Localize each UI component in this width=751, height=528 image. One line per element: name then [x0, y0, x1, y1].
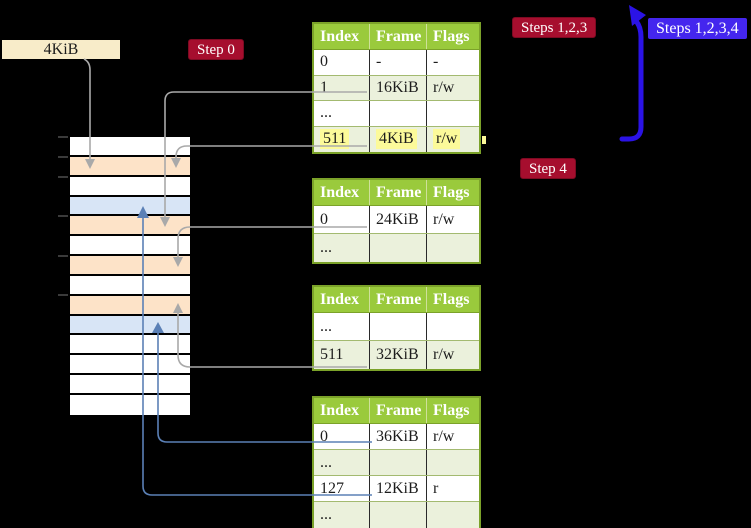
table-cell	[369, 101, 426, 126]
table-cell: 4KiB	[369, 126, 426, 152]
table-header-cell: Frame	[369, 287, 426, 312]
steps-loop-arrowhead	[629, 5, 646, 26]
table-cell: 511	[314, 127, 369, 153]
table-cell: r/w	[426, 206, 479, 233]
table-cell: r/w	[426, 75, 479, 100]
table-header-cell: Flags	[426, 24, 479, 49]
table-cell: -	[426, 50, 479, 75]
memory-frame-row	[70, 315, 190, 336]
table-header-cell: Flags	[426, 287, 479, 312]
table-cell: 12KiB	[369, 476, 426, 501]
table-row: ...	[314, 502, 479, 528]
table-cell: ...	[320, 506, 332, 523]
table-cell	[426, 234, 479, 262]
table-row: 0 --	[314, 50, 479, 76]
table-cell: ...	[320, 104, 332, 122]
table-row: 511 4KiB r/w	[314, 126, 479, 153]
table-cell: 1	[320, 78, 328, 96]
physical-memory-strip	[68, 135, 192, 417]
table-header-cell: Index	[320, 290, 360, 308]
memory-frame-row	[70, 295, 190, 316]
memory-frame-row	[70, 394, 190, 415]
table-header-cell: Frame	[369, 180, 426, 205]
memory-frame-row	[70, 196, 190, 217]
frame-size-label: 4KiB	[2, 40, 120, 59]
memory-frame-row	[70, 256, 190, 276]
table-cell	[369, 313, 426, 340]
table-row: ...	[314, 101, 479, 127]
memory-frame-row	[70, 355, 190, 376]
table-cell: 24KiB	[369, 206, 426, 233]
table-cell	[369, 450, 426, 475]
table-row: ...	[314, 450, 479, 476]
table-header-cell: Flags	[426, 180, 479, 205]
table-header-cell: Frame	[369, 398, 426, 423]
steps-loop-arrow	[619, 5, 646, 142]
table-cell	[426, 450, 479, 475]
memory-frame-row	[70, 375, 190, 395]
steps-123-badge: Steps 1,2,3	[512, 17, 597, 38]
step-0-badge: Step 0	[188, 39, 244, 60]
table-header-cell: Index	[320, 27, 360, 45]
table-row: ...	[314, 234, 479, 262]
table-cell: 16KiB	[369, 75, 426, 100]
table-cell: 36KiB	[369, 424, 426, 449]
memory-frame-row	[70, 335, 190, 356]
table-cell: 127	[320, 479, 344, 497]
table-header-cell: Index	[320, 183, 360, 201]
table-cell	[426, 101, 479, 126]
table-cell: r/w	[426, 424, 479, 449]
memory-frame-row	[70, 216, 190, 237]
table-cell: r/w	[426, 126, 479, 152]
table-cell	[426, 502, 479, 528]
table-cell: r/w	[426, 341, 479, 369]
table-cell: ...	[320, 239, 332, 256]
step-4-badge: Step 4	[520, 158, 576, 179]
highlighted-value: 4KiB	[376, 129, 417, 150]
table-cell: ...	[320, 317, 332, 335]
table-cell: -	[369, 50, 426, 75]
table-cell: r	[426, 476, 479, 501]
table-cell: ...	[320, 453, 332, 471]
table-row: ...	[314, 313, 479, 341]
memory-frame-row	[70, 176, 190, 197]
memory-tick-marks	[58, 136, 68, 296]
memory-frame-row	[70, 236, 190, 257]
memory-frame-row	[70, 275, 190, 296]
memory-frame-row	[70, 137, 190, 157]
table-cell: 32KiB	[369, 341, 426, 369]
table-cell: 0	[320, 210, 328, 228]
memory-frame-row	[70, 156, 190, 177]
table-header-cell: Frame	[369, 24, 426, 49]
table-cell	[369, 234, 426, 262]
table-cell: 511	[320, 346, 344, 363]
table-cell	[426, 313, 479, 340]
highlighted-value: r/w	[433, 129, 461, 150]
steps-1234-badge: Steps 1,2,3,4	[648, 18, 747, 39]
table-cell	[369, 502, 426, 528]
highlighted-value: 511	[320, 129, 350, 150]
table-header-cell: Index	[320, 401, 360, 419]
highlight-tick-mark	[482, 136, 486, 144]
table-cell: 0	[320, 53, 328, 71]
table-cell: 0	[320, 427, 328, 445]
table-header-cell: Flags	[426, 398, 479, 423]
